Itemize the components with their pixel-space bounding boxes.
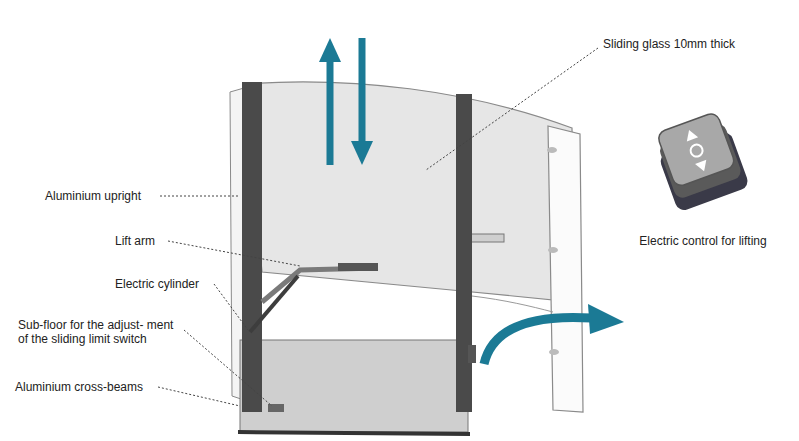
side-wing	[548, 126, 583, 412]
up-arrow	[327, 58, 334, 165]
part-label: Sliding glass 10mm thick	[603, 37, 793, 51]
front-panel	[240, 340, 468, 432]
control-icon	[651, 109, 750, 212]
up-arrow	[319, 38, 341, 62]
leader-line	[160, 196, 238, 197]
aluminium-upright	[242, 82, 262, 412]
open-arrow	[484, 317, 592, 364]
handle	[470, 234, 504, 242]
part-label: Electric cylinder	[115, 277, 211, 291]
hinge	[547, 147, 557, 153]
down-arrow	[359, 38, 366, 145]
leader-line	[184, 330, 272, 406]
sub-floor	[268, 404, 284, 412]
part-label: Electric control for lifting	[618, 234, 788, 248]
hinge	[549, 349, 559, 355]
hinge	[548, 247, 558, 253]
leader-line	[158, 387, 240, 406]
aluminium-upright	[456, 94, 472, 412]
limit-switch	[468, 345, 476, 363]
leader-line	[168, 241, 300, 266]
wing-edge	[472, 296, 553, 312]
cross-beam	[238, 432, 470, 434]
electric-cylinder	[250, 276, 298, 332]
down-arrow	[351, 141, 373, 165]
leader-line	[214, 284, 248, 330]
open-arrow	[588, 304, 624, 334]
part-label: Aluminium cross-beams	[15, 380, 155, 394]
sliding-glass	[244, 82, 574, 302]
leader-line	[426, 48, 598, 170]
part-label: Sub-floor for the adjust- ment of the sl…	[18, 318, 178, 346]
arm-bracket	[338, 263, 378, 271]
part-label: Lift arm	[115, 234, 165, 248]
part-label: Aluminium upright	[45, 189, 157, 203]
